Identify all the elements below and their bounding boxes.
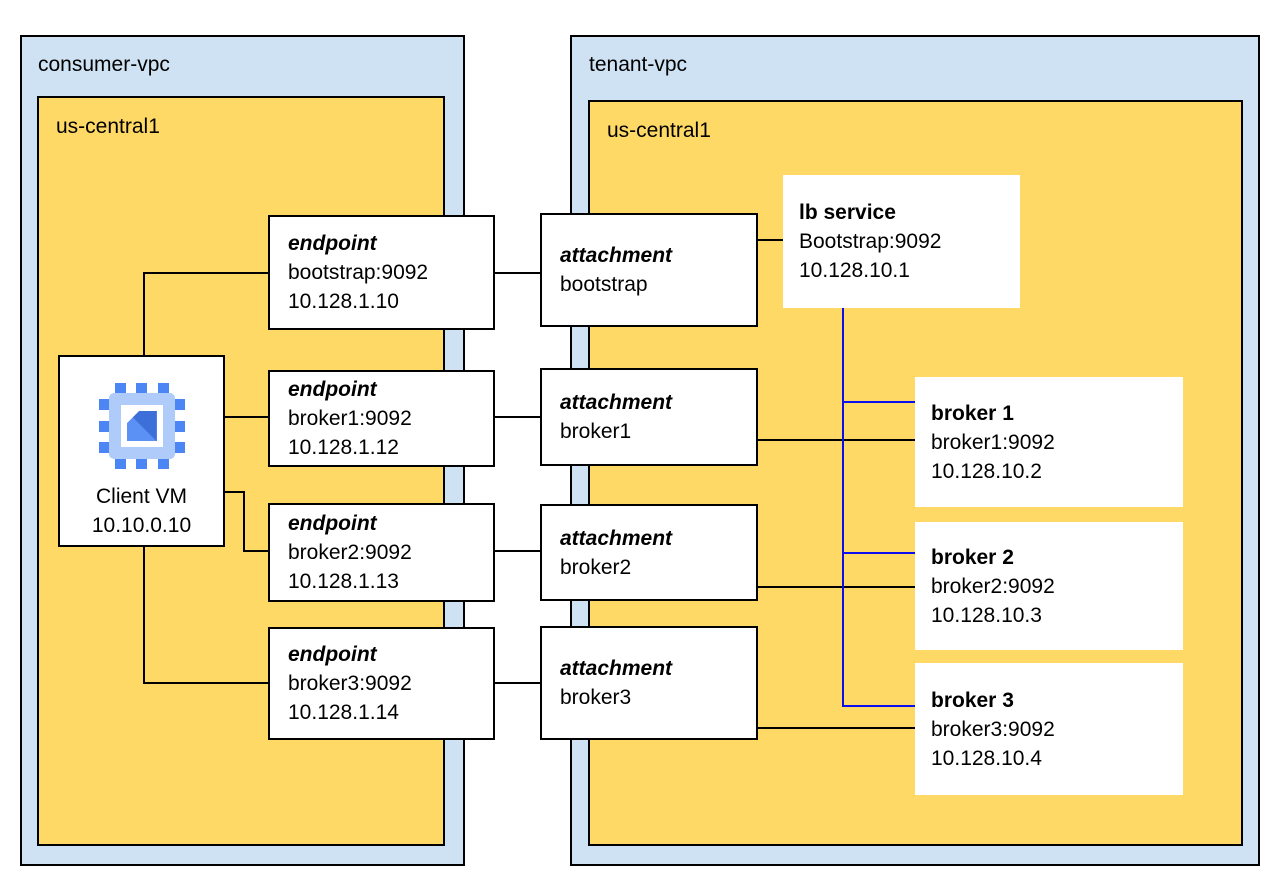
lb-service-listener: Bootstrap:9092 [799, 230, 942, 253]
lb-line-broker2 [842, 552, 915, 554]
attachment-broker3-node: attachment broker3 [540, 626, 758, 740]
endpoint-broker2-node: endpoint broker2:9092 10.128.1.13 [268, 503, 495, 602]
broker-title: broker 3 [931, 688, 1014, 712]
attachment-name: broker2 [560, 555, 632, 579]
attachment-broker1-node: attachment broker1 [540, 368, 758, 466]
endpoint-bootstrap-node: endpoint bootstrap:9092 10.128.1.10 [268, 215, 495, 330]
endpoint-service: broker3:9092 [288, 672, 412, 695]
endpoint-ip: 10.128.1.12 [288, 436, 399, 459]
attachment-broker2-node: attachment broker2 [540, 504, 758, 601]
endpoint-kind: endpoint [288, 512, 377, 535]
endpoint-broker3-node: endpoint broker3:9092 10.128.1.14 [268, 627, 495, 740]
broker-title: broker 1 [931, 401, 1014, 425]
endpoint-ip: 10.128.1.14 [288, 701, 399, 724]
endpoint-service: broker1:9092 [288, 407, 412, 430]
endpoint-service: broker2:9092 [288, 541, 412, 564]
connector-vm-endpoint-broker2 [243, 491, 245, 552]
connector-endpoint-attachment-broker1 [495, 416, 540, 418]
client-vm-name: Client VM [95, 485, 188, 508]
connector-vm-endpoint-broker3 [143, 682, 268, 684]
attachment-kind: attachment [560, 391, 673, 414]
broker-service: broker3:9092 [931, 717, 1055, 741]
connector-vm-endpoint-broker3 [143, 545, 145, 684]
endpoint-kind: endpoint [288, 378, 377, 401]
broker-title: broker 2 [931, 545, 1014, 569]
attachment-kind: attachment [560, 526, 673, 550]
lb-line-broker1 [842, 401, 915, 403]
connector-vm-endpoint-broker1 [225, 416, 268, 418]
lb-service-ip: 10.128.10.1 [799, 259, 910, 282]
connector-endpoint-attachment-bootstrap [495, 272, 540, 274]
connector-endpoint-attachment-broker2 [495, 550, 540, 552]
endpoint-service: bootstrap:9092 [288, 261, 429, 284]
lb-line-broker3 [842, 705, 915, 707]
broker-ip: 10.128.10.3 [931, 603, 1042, 627]
lb-service-node: lb service Bootstrap:9092 10.128.10.1 [783, 175, 1020, 308]
endpoint-ip: 10.128.1.10 [288, 290, 399, 313]
client-vm-node: Client VM 10.10.0.10 [58, 355, 225, 547]
broker-ip: 10.128.10.4 [931, 746, 1042, 770]
client-vm-ip: 10.10.0.10 [91, 514, 192, 537]
broker-ip: 10.128.10.2 [931, 459, 1042, 483]
endpoint-ip: 10.128.1.13 [288, 570, 399, 593]
connector-vm-endpoint-broker2 [243, 550, 268, 552]
vm-chip-icon [98, 383, 185, 469]
broker3-node: broker 3 broker3:9092 10.128.10.4 [915, 663, 1183, 795]
connector-vm-endpoint-bootstrap [143, 272, 268, 274]
endpoint-kind: endpoint [288, 643, 377, 666]
attachment-name: bootstrap [560, 273, 648, 296]
attachment-bootstrap-node: attachment bootstrap [540, 213, 758, 327]
broker1-node: broker 1 broker1:9092 10.128.10.2 [915, 377, 1183, 507]
tenant-region-label: us-central1 [607, 119, 711, 142]
attachment-name: broker1 [560, 420, 632, 443]
connector-attachment-lb-service [758, 239, 783, 241]
connector-endpoint-attachment-broker3 [495, 682, 540, 684]
tenant-vpc-label: tenant-vpc [589, 53, 688, 76]
lb-service-title: lb service [799, 201, 896, 224]
broker-service: broker1:9092 [931, 430, 1055, 454]
attachment-name: broker3 [560, 686, 632, 709]
broker2-node: broker 2 broker2:9092 10.128.10.3 [915, 522, 1183, 650]
connector-attachment-broker2 [758, 586, 915, 588]
connector-attachment-broker1 [758, 439, 915, 441]
attachment-kind: attachment [560, 657, 673, 680]
connector-attachment-broker3 [758, 727, 915, 729]
lb-trunk-line [842, 308, 844, 707]
connector-vm-endpoint-bootstrap [143, 272, 145, 357]
consumer-vpc-label: consumer-vpc [38, 53, 170, 76]
endpoint-broker1-node: endpoint broker1:9092 10.128.1.12 [268, 370, 495, 467]
attachment-kind: attachment [560, 244, 673, 267]
consumer-region-label: us-central1 [56, 115, 160, 138]
endpoint-kind: endpoint [288, 232, 377, 255]
broker-service: broker2:9092 [931, 574, 1055, 598]
connector-vm-endpoint-broker2 [225, 491, 245, 493]
